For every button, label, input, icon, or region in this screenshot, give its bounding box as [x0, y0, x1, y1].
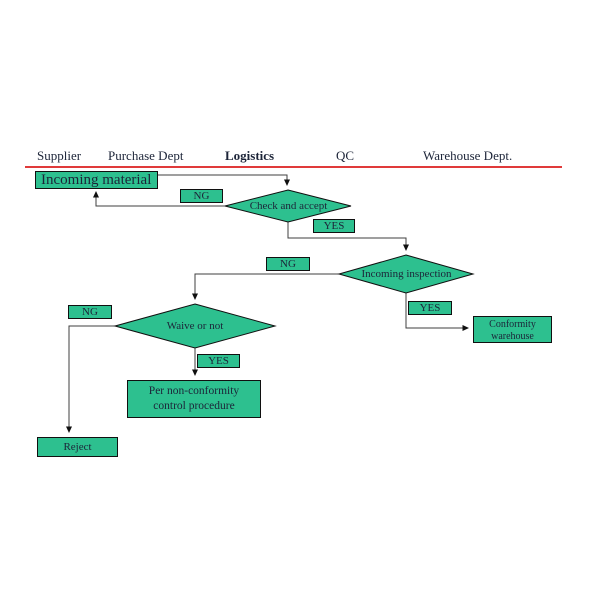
- edge-label-inspection-ng: NG: [266, 257, 310, 271]
- diamond-check-and-accept: [224, 189, 352, 223]
- lane-label-warehouse-dept: Warehouse Dept.: [423, 148, 513, 163]
- connector-incoming-to-check: [157, 174, 290, 186]
- connector-check-yes-to-inspection: [287, 222, 409, 251]
- node-reject: Reject: [37, 437, 118, 457]
- lane-label-logistics: Logistics: [225, 148, 275, 163]
- node-conformity-warehouse-line2: warehouse: [491, 330, 534, 342]
- node-per-nonconformity-line1: Per non-conformity: [148, 385, 240, 397]
- lane-label-purchase-dept: Purchase Dept: [108, 148, 184, 163]
- diamond-label-incoming-inspection: Incoming inspection: [361, 268, 452, 280]
- lane-divider-line: [25, 166, 562, 168]
- diamond-label-check-and-accept: Check and accept: [249, 200, 328, 212]
- diamond-incoming-inspection: [337, 254, 475, 294]
- node-per-nonconformity-line2: control procedure: [153, 400, 235, 412]
- connector-inspection-ng-to-waive: [192, 273, 339, 300]
- lane-label-qc: QC: [336, 148, 355, 163]
- node-incoming-material: Incoming material: [35, 171, 158, 189]
- connector-waive-ng-to-reject: [66, 325, 115, 433]
- node-conformity-warehouse-line1: Conformity: [489, 319, 536, 330]
- node-per-nonconformity: Per non-conformity control procedure: [127, 380, 261, 418]
- edge-label-inspection-yes: YES: [408, 301, 452, 315]
- connector-inspection-yes-to-warehouse: [405, 293, 469, 331]
- node-conformity-warehouse: Conformity warehouse: [473, 316, 552, 343]
- diamond-label-waive-or-not: Waive or not: [166, 320, 224, 332]
- connector-check-ng-return: [93, 191, 225, 207]
- edge-label-waive-ng: NG: [68, 305, 112, 319]
- lane-label-supplier: Supplier: [37, 148, 82, 163]
- edge-label-check-yes: YES: [313, 219, 355, 233]
- edge-label-check-ng: NG: [180, 189, 223, 203]
- diamond-waive-or-not: [113, 303, 277, 349]
- edge-label-waive-yes: YES: [197, 354, 240, 368]
